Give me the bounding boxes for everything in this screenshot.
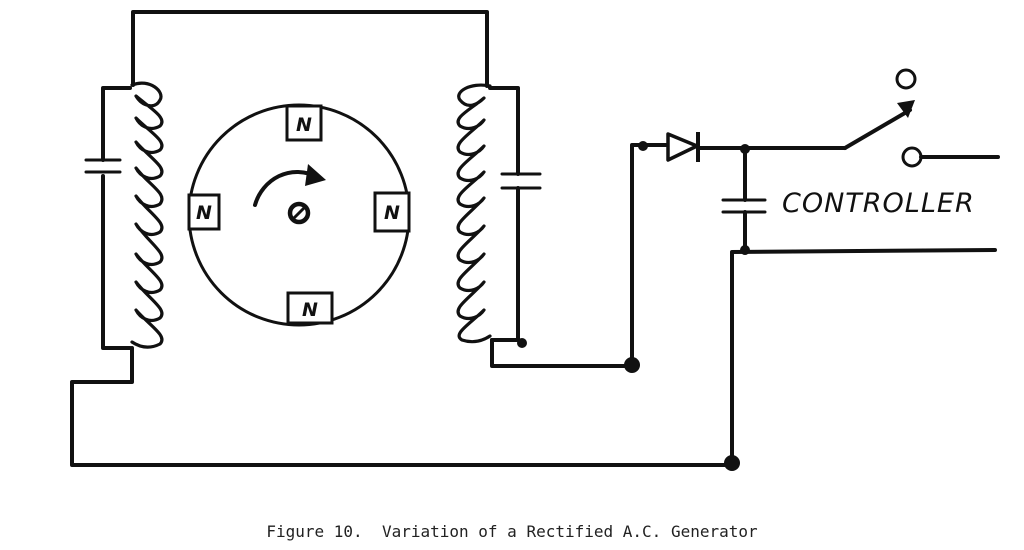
diode-icon [638,132,700,162]
magnet-pole-left: N [187,193,221,231]
rotor: N N N N [187,103,411,327]
left-coil-lower-lead [70,346,734,467]
top-wire [131,10,489,88]
rotor-shaft-icon [287,201,311,225]
junction-dot-coil-output [517,338,527,348]
right-coil [456,83,492,344]
right-coil-assembly [456,83,668,373]
junction-dot-bottom-right [724,455,740,471]
magnet-label-bottom: N [302,299,318,321]
return-wire [730,248,997,467]
magnet-label-right: N [384,202,400,224]
arrow-clockwise-head-icon [305,164,326,186]
left-coil-bypass-wire [101,86,132,350]
controller-label: CONTROLLER [782,188,975,219]
junction-dot-lower-right [624,357,640,373]
switch-arrow-head-icon [897,100,915,118]
left-coil-assembly [70,81,734,467]
switch-lever [843,108,912,150]
magnet-label-left: N [196,202,212,224]
figure-caption: Figure 10. Variation of a Rectified A.C.… [266,522,758,541]
left-coil [130,81,164,349]
rotor-shaft-slash [290,204,308,222]
circuit-diagram: N N N N CON [70,10,1000,471]
magnet-pole-top: N [285,104,323,142]
switch-contact-bottom-icon [901,146,923,168]
switch-contact-top-icon [895,68,917,90]
switch [843,68,1000,168]
magnet-pole-right: N [373,191,411,233]
right-coil-bypass-wire [488,86,520,342]
magnet-pole-bottom: N [286,291,334,325]
junction-dot-diode-input [638,141,648,151]
magnet-label-top: N [296,114,312,136]
